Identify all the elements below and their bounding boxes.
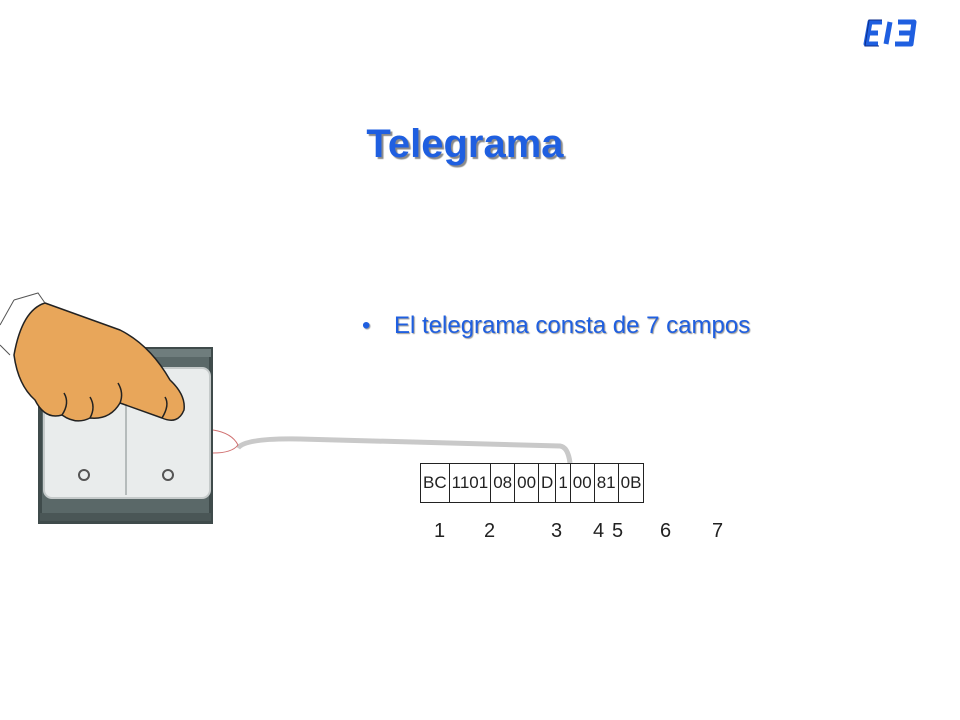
ei3-logo bbox=[863, 19, 917, 47]
field-number: 1 bbox=[434, 520, 446, 542]
bullet-item: • El telegrama consta de 7 campos bbox=[362, 312, 750, 340]
field-number: 2 bbox=[484, 520, 496, 542]
telegram-cell: D bbox=[539, 464, 557, 502]
telegram-cell: 1 bbox=[556, 464, 571, 502]
pointing-hand bbox=[13, 302, 185, 422]
bullet-text: El telegrama consta de 7 campos bbox=[394, 312, 751, 339]
field-number: 5 bbox=[612, 520, 624, 542]
telegram-cell: 08 bbox=[491, 464, 516, 502]
bus-cable bbox=[235, 436, 573, 464]
telegram-cell: 81 bbox=[595, 464, 619, 502]
field-number: 3 bbox=[551, 520, 563, 542]
field-number: 6 bbox=[660, 520, 672, 542]
slide-title: Telegrama bbox=[366, 122, 564, 166]
telegram-cell: 0B bbox=[620, 473, 642, 492]
telegram-cell: 00 bbox=[515, 464, 540, 502]
field-number: 7 bbox=[712, 520, 724, 542]
telegram-cell: BC bbox=[421, 464, 450, 502]
telegram-cell: 00 bbox=[571, 464, 595, 502]
telegram-cell: 1101 bbox=[450, 464, 492, 502]
switch-illustration bbox=[0, 292, 573, 524]
bullet-dot: • bbox=[362, 312, 371, 339]
telegram-frame: BC 1101 08 00 D 1 00 81 0B bbox=[420, 463, 645, 503]
field-number: 4 bbox=[593, 520, 605, 542]
